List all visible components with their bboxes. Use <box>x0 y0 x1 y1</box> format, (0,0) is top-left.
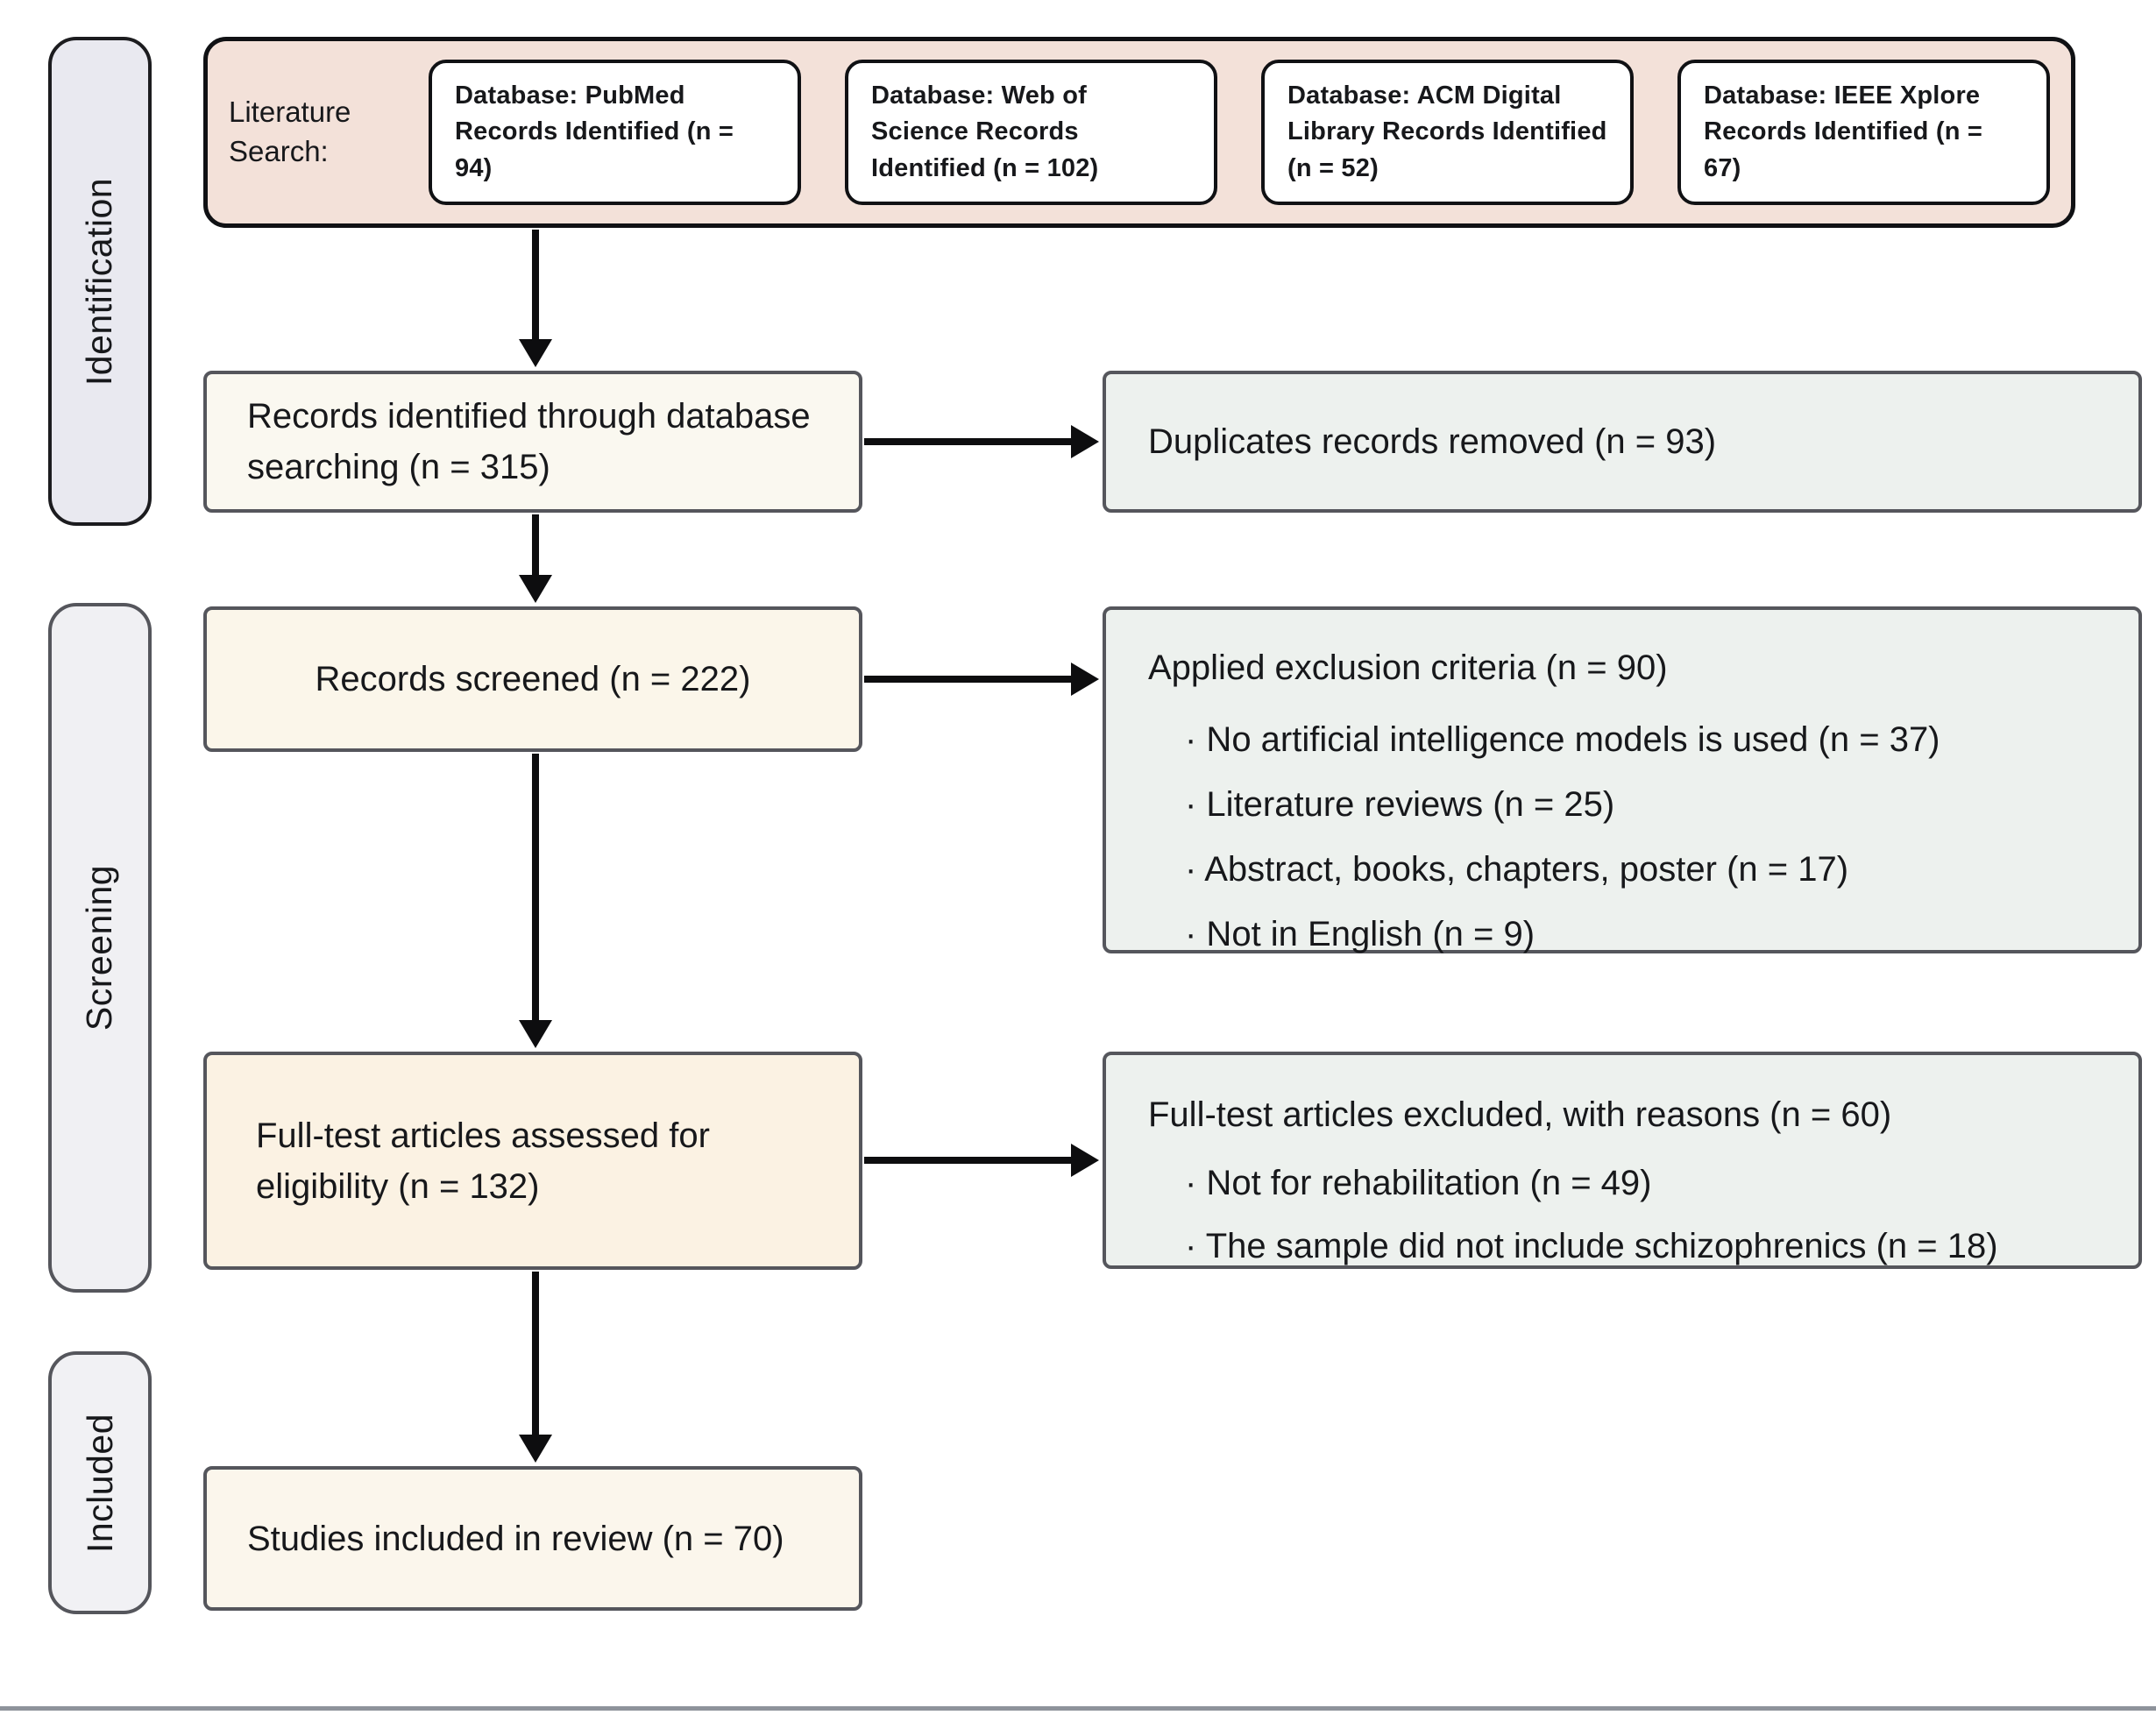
arrow-line <box>532 1272 539 1436</box>
exclusion-item: · Literature reviews (n = 25) <box>1185 785 1615 824</box>
literature-search-label: Literature Search: <box>229 96 351 167</box>
arrow-right-to-fulltext-excluded <box>864 1144 1099 1177</box>
fulltext-excluded-box: Full-test articles excluded, with reason… <box>1103 1052 2142 1269</box>
fulltext-excluded-title: Full-test articles excluded, with reason… <box>1148 1095 1892 1134</box>
records-screened-box: Records screened (n = 222) <box>203 606 862 752</box>
fulltext-assessed-box: Full-test articles assessed for eligibil… <box>203 1052 862 1270</box>
exclusion-criteria-list: · No artificial intelligence models is u… <box>1148 717 2112 957</box>
arrow-head-icon <box>519 1435 552 1463</box>
excluded-item: · Not for rehabilitation (n = 49) <box>1185 1164 1652 1202</box>
arrow-right-to-exclusion-criteria <box>864 663 1099 696</box>
stage-label-identification: Identification <box>48 37 152 526</box>
arrow-line <box>532 754 539 1022</box>
fulltext-excluded-list: · Not for rehabilitation (n = 49) · The … <box>1148 1160 2112 1269</box>
stage-label-identification-text: Identification <box>79 177 120 386</box>
records-screened-text: Records screened (n = 222) <box>315 660 751 698</box>
arrow-line <box>864 676 1073 683</box>
excluded-item: · The sample did not include schizophren… <box>1185 1227 1998 1265</box>
arrow-down-assessed-to-included <box>519 1272 552 1463</box>
arrow-head-icon <box>519 1020 552 1048</box>
duplicates-removed-text: Duplicates records removed (n = 93) <box>1148 422 1717 461</box>
database-box-acm-digital-library-text: Database: ACM Digital Library Records Id… <box>1287 81 1607 182</box>
database-box-acm-digital-library: Database: ACM Digital Library Records Id… <box>1261 60 1634 205</box>
arrow-line <box>864 1157 1073 1164</box>
exclusion-item: · Not in English (n = 9) <box>1185 915 1535 953</box>
literature-search-panel: Literature Search: Database: PubMed Reco… <box>203 37 2075 228</box>
database-box-ieee-xplore: Database: IEEE Xplore Records Identified… <box>1677 60 2050 205</box>
arrow-head-icon <box>1071 1144 1099 1177</box>
studies-included-box: Studies included in review (n = 70) <box>203 1466 862 1611</box>
arrow-head-icon <box>519 575 552 603</box>
arrow-line <box>532 230 539 341</box>
database-box-web-of-science: Database: Web of Science Records Identif… <box>845 60 1217 205</box>
studies-included-text: Studies included in review (n = 70) <box>247 1519 784 1558</box>
records-identified-text: Records identified through database sear… <box>247 397 811 486</box>
records-identified-box: Records identified through database sear… <box>203 371 862 513</box>
duplicates-removed-box: Duplicates records removed (n = 93) <box>1103 371 2142 513</box>
database-box-web-of-science-text: Database: Web of Science Records Identif… <box>871 81 1099 182</box>
fulltext-assessed-text: Full-test articles assessed for eligibil… <box>256 1116 710 1206</box>
stage-label-screening-text: Screening <box>79 864 120 1031</box>
arrow-line <box>532 514 539 577</box>
exclusion-item: · Abstract, books, chapters, poster (n =… <box>1185 850 1849 889</box>
bottom-divider-line <box>0 1706 2156 1711</box>
arrow-down-screened-to-assessed <box>519 754 552 1048</box>
database-box-pubmed-text: Database: PubMed Records Identified (n =… <box>455 81 734 182</box>
arrow-head-icon <box>1071 663 1099 696</box>
stage-label-screening: Screening <box>48 603 152 1293</box>
arrow-head-icon <box>519 339 552 367</box>
arrow-head-icon <box>1071 425 1099 458</box>
exclusion-criteria-title: Applied exclusion criteria (n = 90) <box>1148 648 1668 687</box>
exclusion-criteria-box: Applied exclusion criteria (n = 90) · No… <box>1103 606 2142 953</box>
stage-label-included: Included <box>48 1351 152 1614</box>
exclusion-item: · No artificial intelligence models is u… <box>1185 720 1940 759</box>
arrow-down-literature-to-records-identified <box>519 230 552 367</box>
stage-label-included-text: Included <box>79 1413 120 1553</box>
arrow-down-records-identified-to-screened <box>519 514 552 603</box>
database-box-ieee-xplore-text: Database: IEEE Xplore Records Identified… <box>1704 81 1983 182</box>
arrow-right-to-duplicates-removed <box>864 425 1099 458</box>
arrow-line <box>864 438 1073 445</box>
database-box-pubmed: Database: PubMed Records Identified (n =… <box>429 60 801 205</box>
